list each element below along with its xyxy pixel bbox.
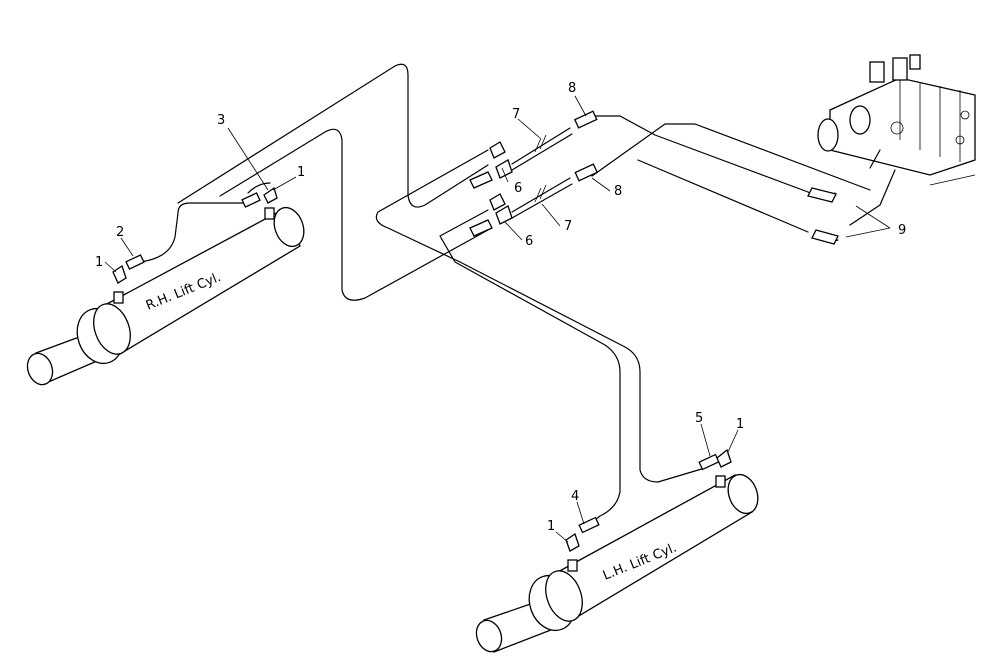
callout-1-rh-upper: 1	[297, 165, 305, 180]
rh-lift-cylinder: R.H. Lift Cyl.	[26, 206, 305, 386]
callout-2: 2	[116, 225, 124, 240]
callout-8-lower: 8	[614, 184, 622, 199]
hydraulic-lines	[139, 63, 896, 525]
lh-lift-cylinder: L.H. Lift Cyl.	[475, 473, 759, 653]
callout-8-upper: 8	[568, 81, 576, 96]
callouts: 3 1 2 1 8 7 6 8 7 6 9 4 1 5 1	[95, 81, 906, 534]
callout-1-rh-lower: 1	[95, 255, 103, 270]
fittings	[112, 110, 839, 552]
callout-6-upper: 6	[514, 181, 522, 196]
callout-5: 5	[695, 411, 703, 426]
callout-3: 3	[217, 113, 225, 128]
callout-1-lh-left: 1	[547, 519, 555, 534]
callout-6-lower: 6	[525, 234, 533, 249]
callout-1-lh-right: 1	[736, 417, 744, 432]
callout-4: 4	[571, 489, 579, 504]
callout-7-lower: 7	[564, 219, 572, 234]
callout-7-upper: 7	[512, 107, 520, 122]
callout-9: 9	[898, 223, 906, 238]
leader-lines	[104, 95, 891, 543]
control-valve	[817, 54, 976, 186]
